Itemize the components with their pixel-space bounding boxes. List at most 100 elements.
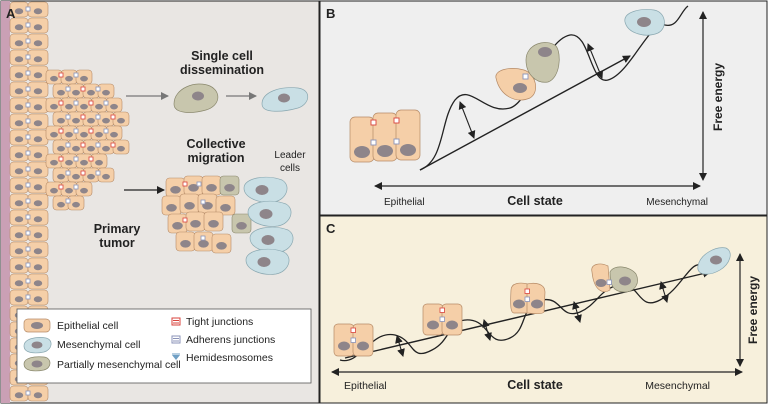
cell bbox=[9, 385, 29, 402]
cell bbox=[90, 125, 108, 141]
cell bbox=[215, 195, 236, 216]
cell bbox=[9, 65, 29, 82]
junction bbox=[103, 128, 109, 134]
junction bbox=[25, 86, 31, 92]
cell bbox=[60, 69, 78, 85]
cell bbox=[112, 139, 130, 155]
junction bbox=[95, 142, 101, 148]
leader-label-line2: cells bbox=[280, 163, 300, 174]
collective-label-line2: migration bbox=[188, 151, 245, 165]
junction bbox=[25, 262, 31, 268]
barrier-arrow-2 bbox=[586, 43, 604, 79]
legend-mesenchymal-label: Mesenchymal cell bbox=[57, 339, 140, 351]
cell bbox=[52, 167, 70, 183]
cell bbox=[112, 111, 130, 127]
cell bbox=[231, 213, 252, 234]
junction bbox=[88, 156, 94, 162]
cell bbox=[67, 195, 85, 211]
cell bbox=[52, 83, 70, 99]
nucleus bbox=[278, 93, 290, 103]
barrier-arrow-c2 bbox=[482, 319, 492, 341]
cell bbox=[9, 33, 29, 50]
junction bbox=[80, 114, 86, 120]
cell bbox=[27, 49, 49, 66]
junction bbox=[58, 72, 64, 78]
collective-migration bbox=[124, 175, 294, 275]
axis-center-label-b: Cell state bbox=[507, 194, 563, 208]
junction bbox=[95, 114, 101, 120]
cell bbox=[105, 97, 123, 113]
panel-c-letter: C bbox=[326, 221, 336, 236]
junction bbox=[25, 294, 31, 300]
partial-cell-pair-b bbox=[495, 42, 560, 101]
junction bbox=[88, 128, 94, 134]
free-energy-label-b: Free energy bbox=[711, 63, 725, 131]
cell bbox=[9, 49, 29, 66]
cell bbox=[27, 385, 49, 402]
cell bbox=[175, 231, 196, 252]
epithelial-cell-group-c3 bbox=[510, 282, 546, 315]
junction bbox=[65, 114, 71, 120]
mesenchymal-cell-b bbox=[624, 9, 665, 36]
junction bbox=[200, 235, 206, 241]
epithelial-cell-group-b bbox=[349, 109, 421, 163]
single-cell-label-line1: Single cell bbox=[191, 49, 253, 63]
cell bbox=[9, 273, 29, 290]
cell bbox=[179, 193, 200, 214]
axis-center-label-c: Cell state bbox=[507, 378, 563, 392]
cell bbox=[52, 195, 70, 211]
cell bbox=[161, 195, 182, 216]
cell bbox=[27, 33, 49, 50]
panel-b: B bbox=[319, 0, 768, 216]
junction bbox=[58, 156, 64, 162]
transition-trend-arrow-c bbox=[344, 269, 711, 359]
junction bbox=[25, 38, 31, 44]
junction bbox=[25, 230, 31, 236]
cell bbox=[27, 209, 49, 226]
panel-c: C bbox=[319, 215, 768, 404]
axis-right-label-c: Mesenchymal bbox=[645, 380, 710, 392]
barrier-arrow-1 bbox=[458, 101, 476, 139]
leader-cell bbox=[243, 176, 288, 203]
cell bbox=[203, 211, 224, 232]
cell bbox=[27, 177, 49, 194]
junction bbox=[25, 22, 31, 28]
cell bbox=[27, 241, 49, 258]
axis-left-label-c: Epithelial bbox=[344, 380, 387, 392]
junction bbox=[73, 128, 79, 134]
primary-tumor-label-line2: tumor bbox=[99, 236, 135, 250]
cell bbox=[9, 97, 29, 114]
cell bbox=[82, 167, 100, 183]
cell bbox=[27, 257, 49, 274]
single-cell-label-line2: dissemination bbox=[180, 63, 264, 77]
primary-tumor-label-line1: Primary bbox=[94, 222, 141, 236]
free-energy-label-c: Free energy bbox=[746, 276, 760, 344]
single-cell-dissemination bbox=[126, 83, 309, 113]
adherens-junction-icon bbox=[171, 335, 181, 344]
junction bbox=[25, 166, 31, 172]
cell bbox=[52, 139, 70, 155]
collective-label-line1: Collective bbox=[186, 137, 245, 151]
junction bbox=[73, 100, 79, 106]
junction bbox=[25, 102, 31, 108]
cell bbox=[82, 83, 100, 99]
cell bbox=[45, 125, 63, 141]
tight-junction-icon bbox=[171, 317, 181, 326]
cell bbox=[201, 175, 222, 196]
axis-left-label-b: Epithelial bbox=[384, 197, 425, 208]
cell bbox=[9, 81, 29, 98]
panel-b-letter: B bbox=[326, 6, 335, 21]
junction bbox=[95, 170, 101, 176]
cell bbox=[75, 69, 93, 85]
junction bbox=[73, 72, 79, 78]
axis-right-label-b: Mesenchymal bbox=[646, 197, 708, 208]
junction bbox=[25, 6, 31, 12]
cell bbox=[9, 257, 29, 274]
junction bbox=[80, 86, 86, 92]
cell bbox=[27, 97, 49, 114]
junction bbox=[25, 54, 31, 60]
junction bbox=[25, 390, 31, 396]
cell bbox=[193, 231, 214, 252]
cell bbox=[27, 65, 49, 82]
